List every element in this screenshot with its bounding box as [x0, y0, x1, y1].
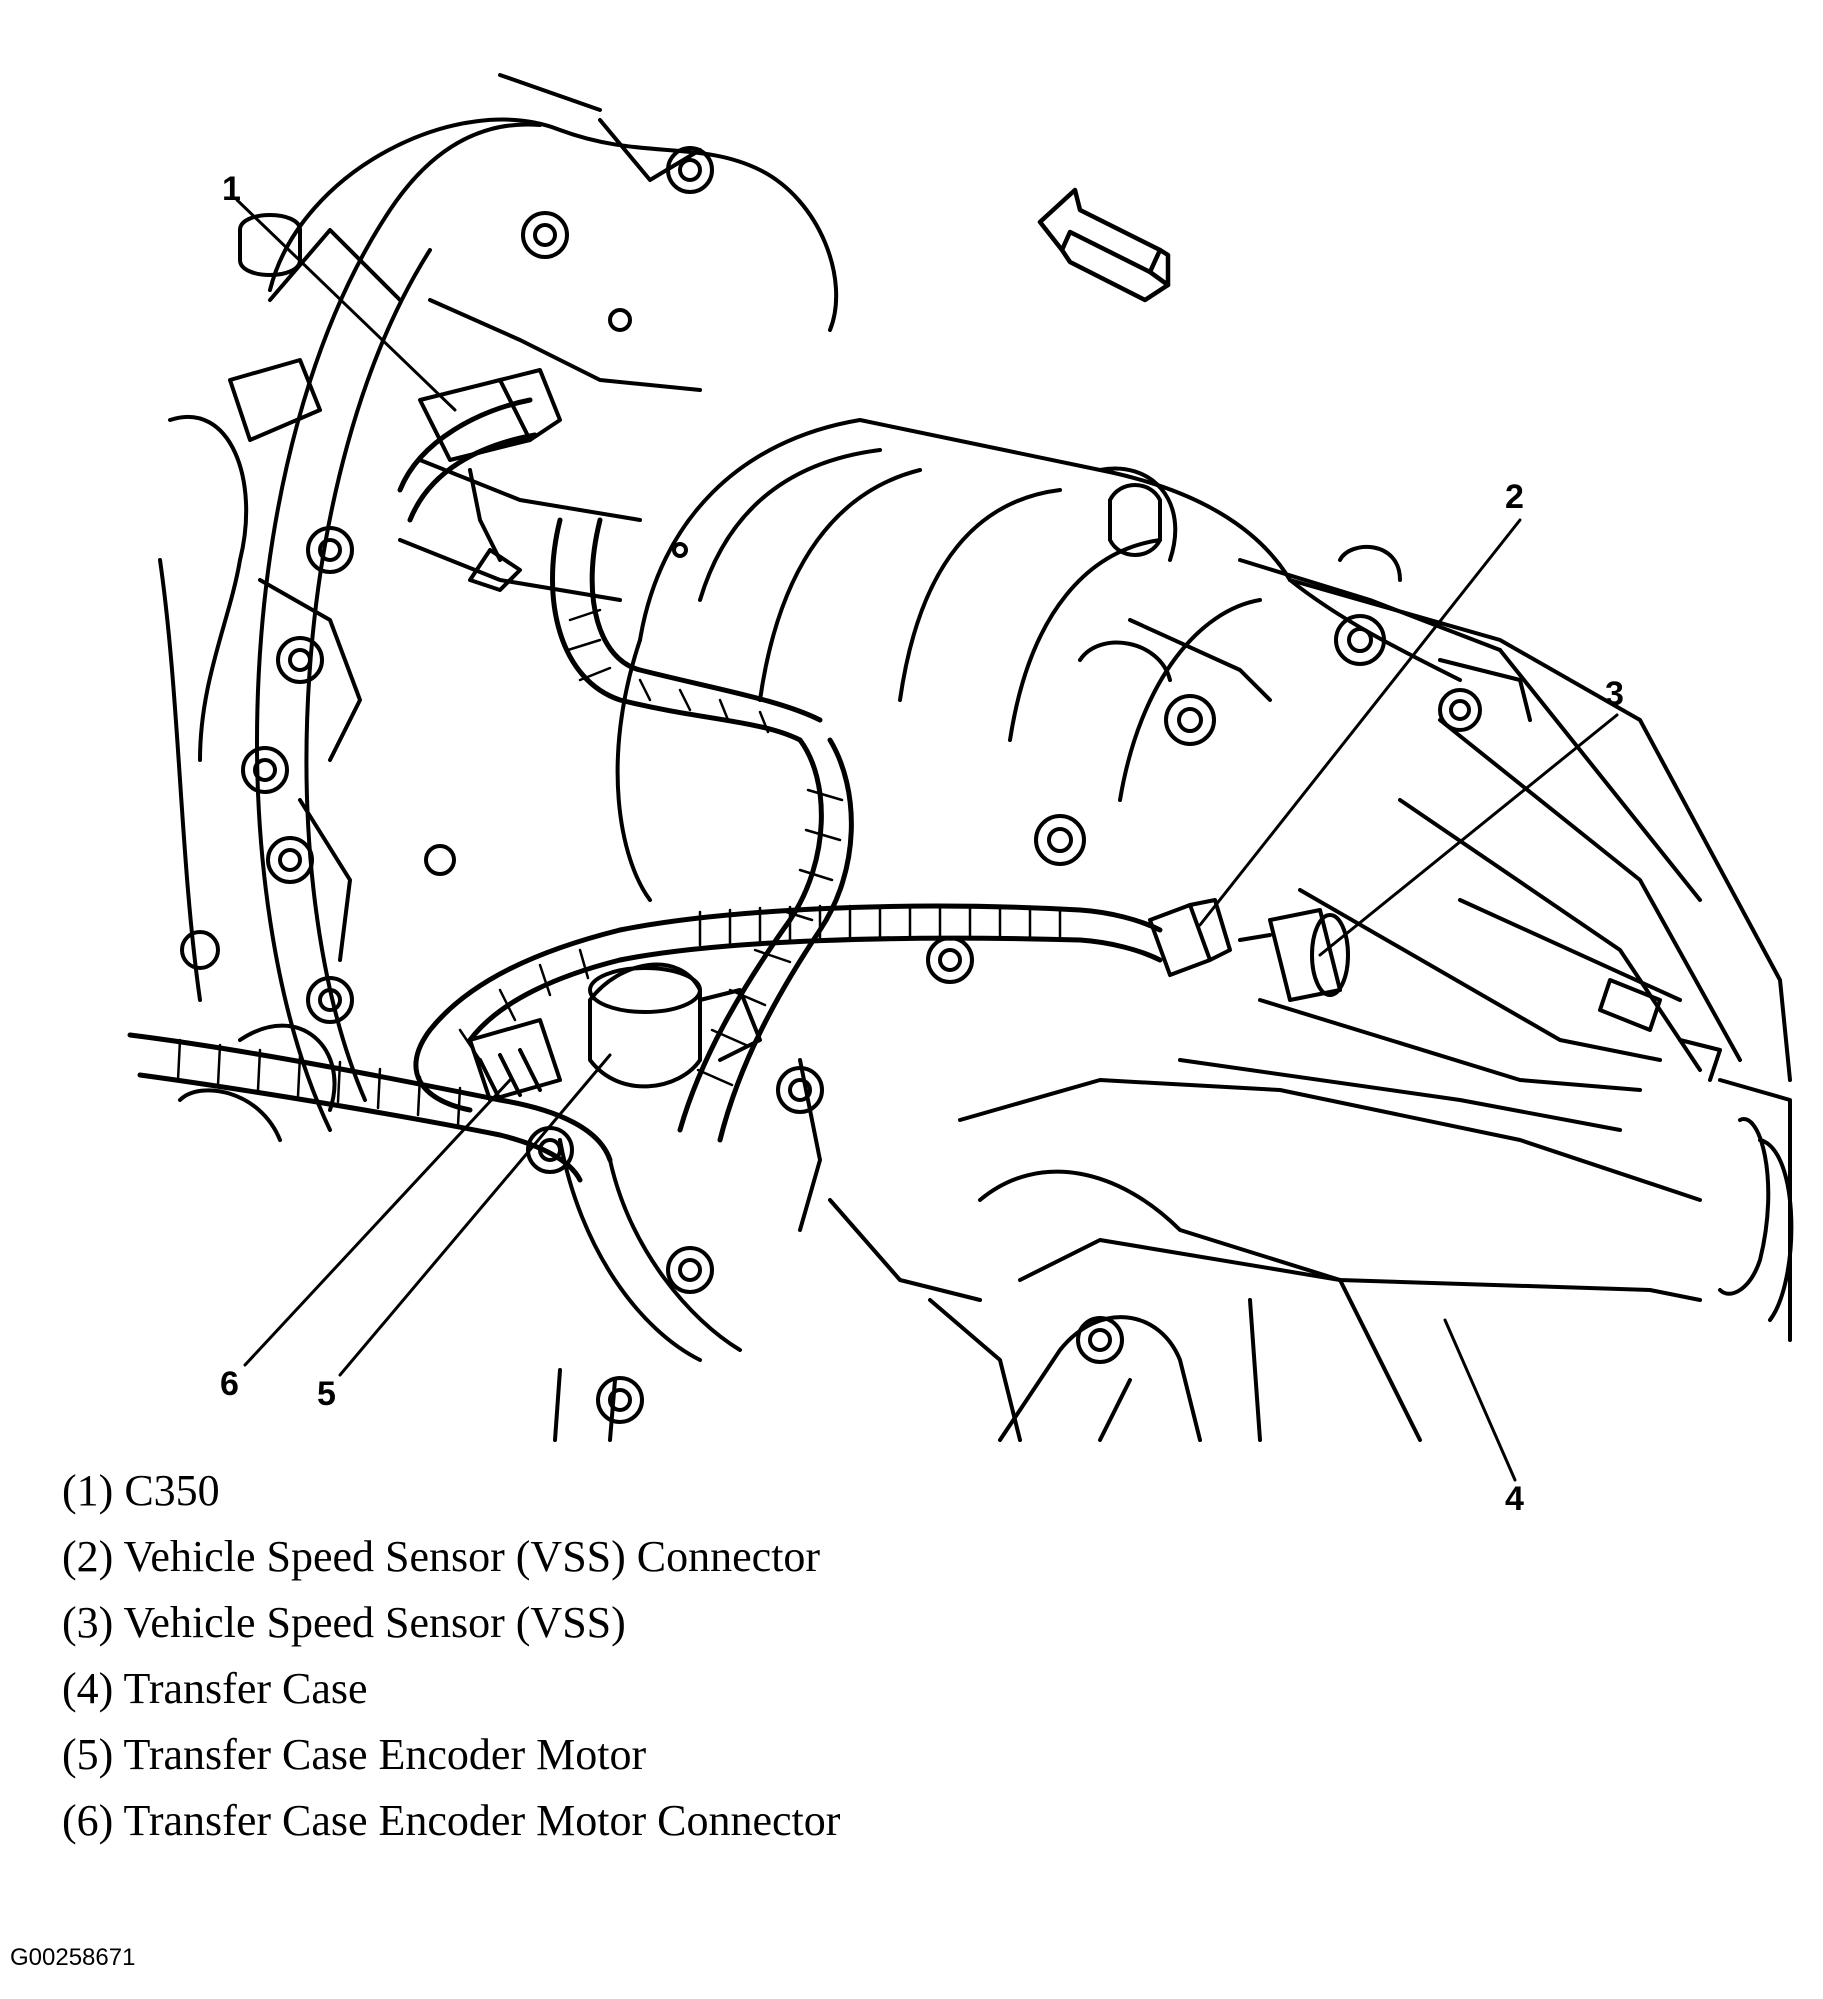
transfer-case-housing	[798, 545, 1794, 1442]
callout-3: 3	[1605, 675, 1624, 713]
bolts	[241, 146, 1482, 1424]
callout-5: 5	[317, 1375, 336, 1413]
callout-1: 1	[222, 170, 241, 208]
legend-number: (5)	[62, 1730, 114, 1779]
bell-housing	[158, 73, 839, 1442]
legend-number: (6)	[62, 1796, 114, 1845]
legend-text: Vehicle Speed Sensor (VSS)	[123, 1598, 626, 1647]
wiring-harness	[127, 397, 1163, 1183]
legend-text: C350	[124, 1466, 220, 1515]
legend-item: (2) Vehicle Speed Sensor (VSS) Connector	[62, 1524, 840, 1590]
legend-number: (3)	[62, 1598, 114, 1647]
legend-text: Transfer Case	[123, 1664, 368, 1713]
transmission-body	[615, 418, 1502, 902]
legend-number: (2)	[62, 1532, 114, 1581]
legend-item: (6) Transfer Case Encoder Motor Connecto…	[62, 1788, 840, 1854]
legend-text: Transfer Case Encoder Motor Connector	[123, 1796, 841, 1845]
vss-connector	[1148, 898, 1232, 977]
forward-direction-arrow-icon	[1037, 187, 1171, 303]
c350-connector	[418, 368, 562, 592]
legend-list: (1) C350 (2) Vehicle Speed Sensor (VSS) …	[62, 1458, 840, 1854]
encoder-motor-connector	[468, 1018, 562, 1102]
callout-6: 6	[220, 1365, 239, 1403]
legend-item: (1) C350	[62, 1458, 840, 1524]
legend-item: (4) Transfer Case	[62, 1656, 840, 1722]
leader-lines	[235, 198, 1619, 1482]
figure-id: G00258671	[10, 1944, 136, 1971]
legend-number: (1)	[62, 1466, 114, 1515]
legend-item: (5) Transfer Case Encoder Motor	[62, 1722, 840, 1788]
callout-4: 4	[1505, 1480, 1524, 1518]
legend-number: (4)	[62, 1664, 114, 1713]
legend-text: Vehicle Speed Sensor (VSS) Connector	[123, 1532, 821, 1581]
legend-text: Transfer Case Encoder Motor	[123, 1730, 647, 1779]
encoder-motor	[588, 962, 762, 1089]
callout-2: 2	[1505, 478, 1524, 516]
legend-item: (3) Vehicle Speed Sensor (VSS)	[62, 1590, 840, 1656]
callout-numbers: 1 2 3 4 5 6	[220, 170, 1624, 1518]
vss-sensor	[1238, 908, 1350, 1002]
